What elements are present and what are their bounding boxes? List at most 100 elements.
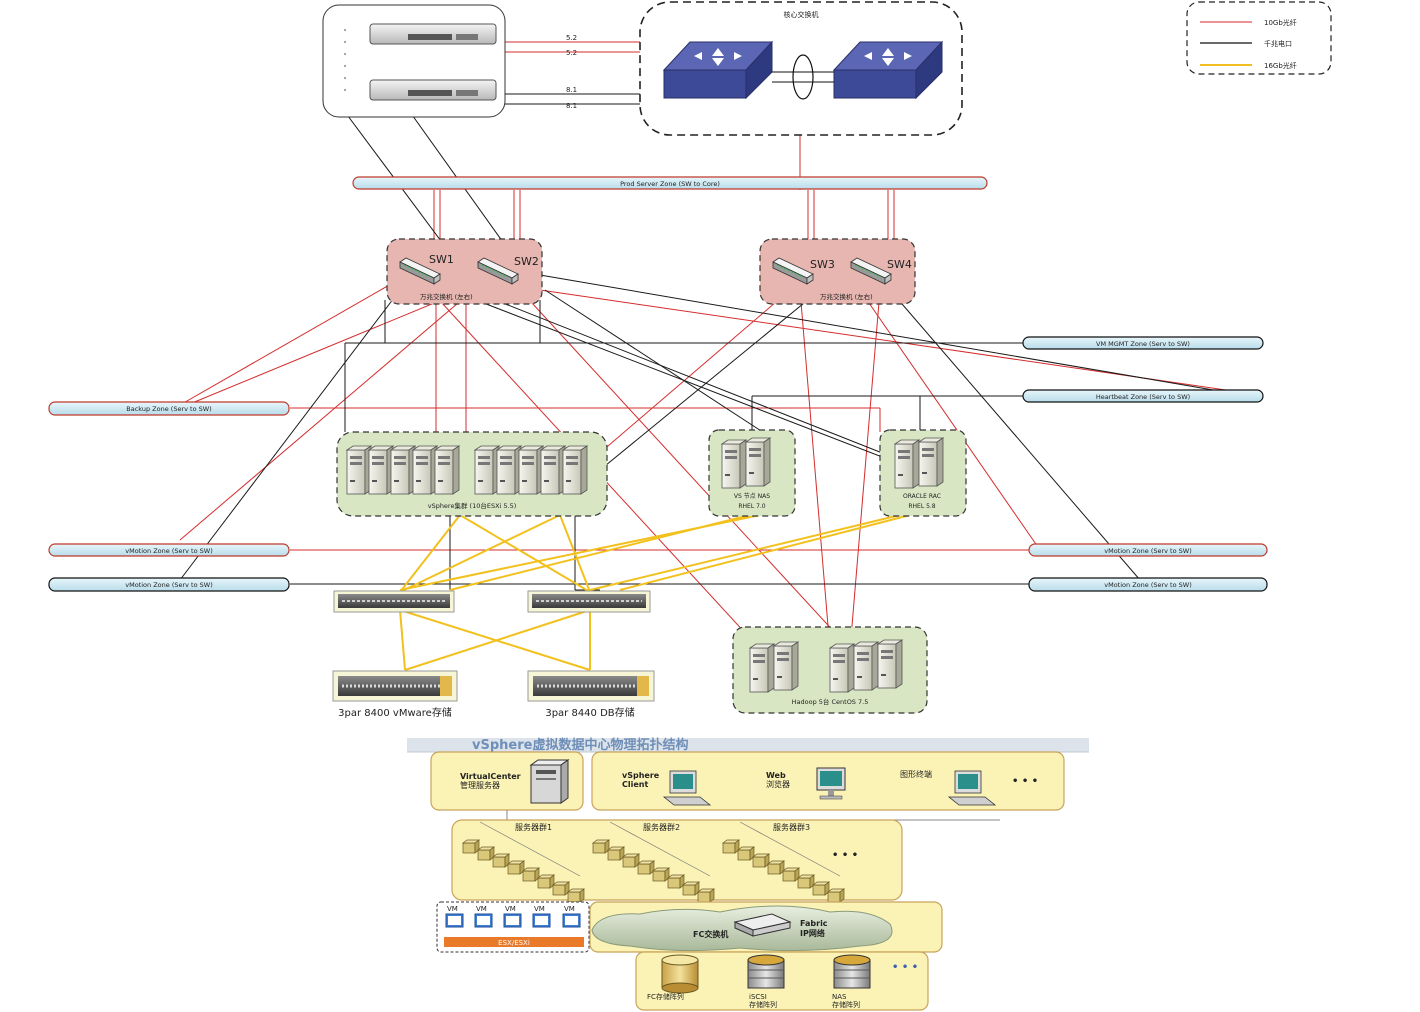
zone-bar-vmotion-left: vMotion Zone (Serv to SW) bbox=[48, 543, 290, 557]
storage-box: FC存储阵列 iSCSI 存储阵列 NAS 存储阵列 • • • bbox=[635, 951, 929, 1011]
svg-text:ORACLE RAC: ORACLE RAC bbox=[903, 493, 941, 500]
switch-group-caption: 万兆交换机 (左右) bbox=[420, 292, 473, 301]
fc-switch-icon bbox=[733, 913, 792, 937]
svg-text:VM: VM bbox=[564, 905, 575, 913]
zone-bar-backup: Backup Zone (Serv to SW) bbox=[48, 401, 290, 416]
switch-group-caption: 万兆交换机 (左右) bbox=[820, 292, 873, 301]
storage-array-left: 3par 8400 vMware存储 bbox=[332, 670, 458, 719]
zone-bar-vm-mgmt: VM MGMT Zone (Serv to SW) bbox=[1022, 336, 1264, 350]
svg-text:浏览器: 浏览器 bbox=[766, 779, 790, 789]
nas-group-2: ORACLE RAC RHEL 5.8 bbox=[879, 429, 967, 517]
link-label: 8.1 bbox=[566, 86, 577, 94]
clients-box: vSphere Client Web 浏览器 图形终端 • • • bbox=[591, 751, 1065, 811]
router-icon bbox=[662, 40, 774, 100]
cluster-label: 服务器群2 bbox=[643, 822, 680, 832]
iscsi-storage-icon bbox=[747, 954, 785, 989]
svg-text:图形终端: 图形终端 bbox=[900, 769, 932, 779]
svg-text:VM MGMT Zone (Serv to SW): VM MGMT Zone (Serv to SW) bbox=[1096, 340, 1190, 348]
svg-text:VM: VM bbox=[505, 905, 516, 913]
fc-switch bbox=[333, 590, 455, 613]
svg-text:管理服务器: 管理服务器 bbox=[460, 780, 500, 790]
server-clusters-box: 服务器群1 服务器群2 服务器群3 • • • bbox=[451, 819, 903, 903]
vsphere-topology-panel: vSphere虚拟数据中心物理拓扑结构 VirtualCenter 管理服务器 … bbox=[407, 737, 1089, 1011]
svg-text:VirtualCenter: VirtualCenter bbox=[460, 772, 521, 781]
zone-bar-mgmt-right: vMotion Zone (Serv to SW) bbox=[1028, 577, 1268, 592]
nas-storage-icon bbox=[833, 954, 871, 989]
link-label: 8.1 bbox=[566, 102, 577, 110]
svg-text:存储阵列: 存储阵列 bbox=[832, 1000, 860, 1009]
fabric-box: FC交换机 Fabric IP网络 bbox=[589, 901, 943, 953]
appliance-device bbox=[369, 79, 497, 101]
appliance-device bbox=[369, 23, 497, 45]
zone-bar-heartbeat: Heartbeat Zone (Serv to SW) bbox=[1022, 389, 1264, 403]
cluster-2-servers bbox=[592, 821, 715, 903]
link-label: 5.2 bbox=[566, 34, 577, 42]
legend-label: 16Gb光纤 bbox=[1264, 61, 1297, 70]
ellipsis: • • • bbox=[1012, 776, 1038, 787]
svg-text:Prod Server Zone (SW to Core): Prod Server Zone (SW to Core) bbox=[620, 180, 720, 188]
svg-text:vMotion Zone (Serv to SW): vMotion Zone (Serv to SW) bbox=[125, 547, 213, 555]
svg-text:vMotion Zone (Serv to SW): vMotion Zone (Serv to SW) bbox=[1104, 581, 1192, 589]
server-tower-icon bbox=[529, 759, 570, 804]
svg-text:Fabric: Fabric bbox=[800, 919, 828, 928]
storage-array-right: 3par 8440 DB存储 bbox=[527, 670, 655, 719]
vm-stack: VM VM VM VM VM bbox=[445, 905, 581, 928]
ellipsis: • • • bbox=[892, 962, 918, 973]
svg-text:Web: Web bbox=[766, 771, 786, 780]
switch-group-2: SW3 SW4 万兆交换机 (左右) bbox=[759, 238, 916, 305]
svg-text:RHEL 7.0: RHEL 7.0 bbox=[738, 503, 765, 510]
switch-label-sw4: SW4 bbox=[887, 258, 912, 271]
switch-label-sw2: SW2 bbox=[514, 255, 539, 268]
esx-label: ESX/ESXi bbox=[498, 939, 530, 947]
switch-group-1: SW1 SW2 万兆交换机 (左右) bbox=[386, 238, 543, 305]
zone-bar-mgmt-left: vMotion Zone (Serv to SW) bbox=[48, 577, 290, 592]
svg-text:Heartbeat Zone (Serv to SW): Heartbeat Zone (Serv to SW) bbox=[1096, 393, 1190, 401]
esx-host-box: VM VM VM VM VM ESX/ESXi bbox=[436, 901, 590, 953]
core-switch-group: 核心交换机 bbox=[639, 1, 963, 136]
vsphere-cluster-caption: vSphere集群 (10台ESXi 5.5) bbox=[428, 501, 517, 510]
fc-storage-icon bbox=[661, 954, 699, 994]
cluster-1-servers bbox=[462, 821, 585, 903]
cluster-label: 服务器群1 bbox=[515, 822, 552, 832]
vsphere-cluster: vSphere集群 (10台ESXi 5.5) bbox=[336, 431, 608, 517]
ellipsis: • • • bbox=[832, 850, 858, 861]
virtualcenter-box: VirtualCenter 管理服务器 bbox=[430, 751, 584, 811]
hadoop-group: Hadoop 5台 CentOS 7.5 bbox=[732, 626, 928, 714]
switch-label-sw3: SW3 bbox=[810, 258, 835, 271]
svg-text:vMotion Zone (Serv to SW): vMotion Zone (Serv to SW) bbox=[1104, 547, 1192, 555]
zone-bar-vmotion-right: vMotion Zone (Serv to SW) bbox=[1028, 543, 1268, 557]
svg-text:vSphere: vSphere bbox=[622, 771, 660, 780]
link-labels: 5.2 5.2 8.1 8.1 bbox=[566, 34, 577, 110]
monitor-icon bbox=[816, 767, 846, 800]
storage-caption: 3par 8400 vMware存储 bbox=[338, 706, 452, 719]
panel-title: vSphere虚拟数据中心物理拓扑结构 bbox=[472, 737, 688, 753]
svg-text:NAS: NAS bbox=[832, 993, 847, 1001]
svg-text:VS 节点 NAS: VS 节点 NAS bbox=[734, 492, 770, 500]
svg-text:Client: Client bbox=[622, 780, 648, 789]
cluster-label: 服务器群3 bbox=[773, 822, 810, 832]
zone-bar-prod: Prod Server Zone (SW to Core) bbox=[352, 176, 988, 190]
svg-text:VM: VM bbox=[476, 905, 487, 913]
svg-text:vMotion Zone (Serv to SW): vMotion Zone (Serv to SW) bbox=[125, 581, 213, 589]
legend: 10Gb光纤 千兆电口 16Gb光纤 bbox=[1186, 1, 1332, 75]
router-icon bbox=[832, 40, 944, 100]
core-switch-title: 核心交换机 bbox=[784, 10, 819, 19]
legend-label: 10Gb光纤 bbox=[1264, 18, 1297, 27]
svg-text:Hadoop 5台 CentOS 7.5: Hadoop 5台 CentOS 7.5 bbox=[792, 697, 869, 706]
svg-text:IP网络: IP网络 bbox=[800, 928, 825, 938]
svg-text:VM: VM bbox=[534, 905, 545, 913]
nas-group-1: VS 节点 NAS RHEL 7.0 bbox=[708, 429, 796, 517]
storage-caption: 3par 8440 DB存储 bbox=[545, 706, 634, 719]
fc-switch bbox=[527, 590, 651, 613]
switch-label-sw1: SW1 bbox=[429, 253, 454, 266]
svg-text:RHEL 5.8: RHEL 5.8 bbox=[908, 503, 935, 510]
svg-text:FC交换机: FC交换机 bbox=[693, 929, 728, 939]
svg-text:Backup Zone (Serv to SW): Backup Zone (Serv to SW) bbox=[126, 405, 211, 413]
svg-text:存储阵列: 存储阵列 bbox=[749, 1000, 777, 1009]
legend-label: 千兆电口 bbox=[1264, 39, 1292, 48]
zone-bars: Prod Server Zone (SW to Core) VM MGMT Zo… bbox=[48, 176, 1268, 592]
link-label: 5.2 bbox=[566, 49, 577, 57]
svg-text:iSCSI: iSCSI bbox=[749, 993, 767, 1001]
svg-text:VM: VM bbox=[447, 905, 458, 913]
appliance-group bbox=[322, 4, 506, 118]
